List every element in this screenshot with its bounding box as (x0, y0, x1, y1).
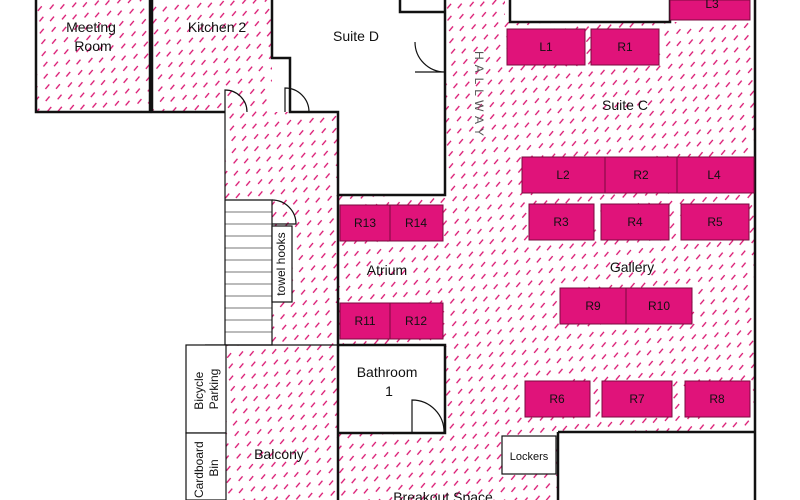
desk-l4-label: L4 (707, 168, 721, 182)
desk-r5-label: R5 (707, 215, 723, 229)
balcony-area[interactable] (205, 345, 338, 500)
desk-r8[interactable] (684, 380, 751, 418)
bathroom-1-area[interactable] (340, 347, 443, 433)
breakout-space-label: Breakout Space (393, 489, 493, 500)
desk-r11-label: R11 (354, 314, 375, 328)
door-swings (224, 41, 446, 434)
desk-l1-label: L1 (539, 40, 553, 54)
hallway-label: HALLWAY (472, 51, 486, 141)
atrium-label: Atrium (367, 262, 407, 278)
desk-r10-label: R10 (648, 299, 670, 313)
desk-r8-label: R8 (709, 392, 725, 406)
room-labels: Meeting Room Kitchen 2 Suite D Suite C H… (66, 19, 654, 500)
desk-r4[interactable] (600, 203, 670, 241)
desks (339, 0, 755, 418)
lockers[interactable]: Lockers (501, 435, 557, 475)
cardboard-bin-label: Cardboard Bin (192, 438, 221, 498)
gallery-label: Gallery (610, 259, 654, 275)
desk-l3[interactable] (669, 0, 751, 21)
desk-r7-label: R7 (629, 392, 645, 406)
desk-r10[interactable] (625, 287, 693, 325)
desk-r5[interactable] (680, 203, 750, 241)
desk-r1-label: R1 (617, 40, 633, 54)
meeting-room-area[interactable] (36, 0, 150, 112)
towel-hooks-label: towel hooks (274, 232, 288, 295)
kitchen-2-label: Kitchen 2 (188, 19, 247, 35)
desk-r4-label: R4 (627, 215, 643, 229)
desk-r1[interactable] (590, 28, 660, 66)
desk-r3[interactable] (528, 203, 595, 241)
desk-r9[interactable] (559, 287, 627, 325)
meeting-room-label: Meeting Room (66, 19, 120, 54)
towel-hooks[interactable]: towel hooks (271, 225, 293, 303)
bicycle-parking-label: Bicycle Parking (192, 368, 221, 409)
desk-r3-label: R3 (553, 215, 569, 229)
desk-l2-label: L2 (556, 168, 570, 182)
lockers-label: Lockers (510, 451, 549, 463)
suite-d-label: Suite D (333, 28, 379, 44)
bathroom-1-label: Bathroom 1 (357, 364, 422, 399)
balcony-label: Balcony (254, 446, 304, 462)
desk-l3-label: L3 (705, 0, 719, 11)
desk-r11[interactable] (339, 302, 391, 340)
desk-r13[interactable] (339, 204, 391, 242)
desk-r7[interactable] (601, 380, 673, 418)
desk-r14[interactable] (389, 204, 444, 242)
desk-l2[interactable] (521, 156, 606, 194)
desk-r13-label: R13 (354, 216, 376, 230)
hallway-area[interactable] (445, 0, 505, 500)
desk-l4[interactable] (676, 156, 755, 194)
desk-r6-label: R6 (549, 392, 565, 406)
suite-c-label: Suite C (602, 97, 648, 113)
desk-labels: L3 L1 R1 L2 R2 L4 R3 R4 R5 R13 R14 R11 R… (354, 0, 725, 406)
kitchen-2-area[interactable] (152, 0, 272, 112)
desk-l1[interactable] (506, 28, 586, 66)
bicycle-parking[interactable]: Bicycle Parking (185, 344, 227, 434)
stairs (225, 211, 272, 333)
desk-r14-label: R14 (405, 216, 427, 230)
desk-r2[interactable] (604, 156, 678, 194)
desk-r6[interactable] (524, 380, 591, 418)
suite-d-area[interactable] (290, 0, 445, 195)
desk-r12[interactable] (389, 302, 444, 340)
desk-r9-label: R9 (585, 299, 601, 313)
desk-r12-label: R12 (405, 314, 427, 328)
desk-r2-label: R2 (633, 168, 649, 182)
cardboard-bin[interactable]: Cardboard Bin (185, 432, 227, 500)
